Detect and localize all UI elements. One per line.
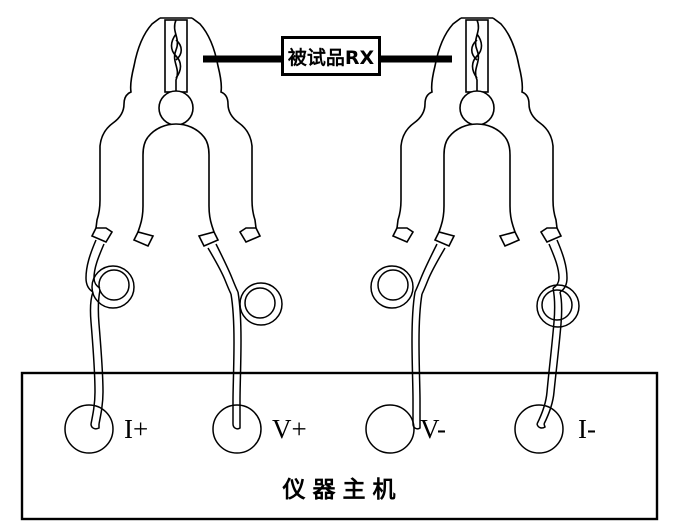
right-clamp-inner-grip-left	[504, 136, 516, 233]
cable-i-plus-endcap	[90, 423, 100, 430]
right-clamp	[391, 17, 563, 248]
left-clamp-pivot	[158, 90, 194, 126]
cable-i-plus-lower-a	[89, 291, 96, 425]
cable-i-minus-endcap	[536, 423, 546, 429]
terminal-circle-i-minus[interactable]	[514, 404, 564, 454]
terminal-circle-v-plus[interactable]	[212, 404, 262, 454]
left-clamp-inner-grip-right	[147, 123, 215, 233]
left-clamp-outer-left-edge	[95, 17, 161, 229]
cable-i-plus-loop-outer	[91, 265, 135, 309]
cable-v-minus-upper-b	[421, 247, 446, 295]
cable-v-plus-lower-a	[237, 291, 242, 424]
left-clamp-jaw	[164, 19, 188, 93]
cable-v-minus-lower-b	[418, 293, 423, 424]
cable-v-plus-upper-a	[215, 243, 239, 293]
left-clamp-handle-tip-left	[90, 227, 114, 244]
cable-i-minus-loop-outer	[536, 284, 580, 328]
right-clamp-outer-left-edge	[492, 17, 558, 229]
left-clamp-inner-tip-right	[197, 231, 220, 248]
terminal-label-i-minus: I-	[578, 414, 596, 444]
cable-i-minus-upper-b	[548, 243, 560, 289]
cable-v-minus-loop-inner	[377, 269, 409, 301]
right-jaw-wire-strand-a	[474, 19, 480, 92]
left-jaw-wire-strand-a	[173, 19, 179, 92]
left-jaw-wire-strand-c	[175, 39, 183, 61]
cable-i-plus-loop-inner	[98, 269, 130, 301]
right-clamp-pivot	[459, 90, 495, 126]
right-clamp-handle-tip-left	[539, 227, 563, 244]
left-clamp-inner-grip-left	[137, 136, 149, 233]
terminal-circle-i-plus[interactable]	[64, 404, 114, 454]
terminal-label-v-minus: V-	[420, 414, 447, 444]
cable-v-plus-lower-b	[230, 293, 235, 424]
dut-label-box: 被试品RX	[281, 36, 381, 76]
instrument-host-label: 仪器主机	[282, 477, 403, 503]
cable-i-plus-upper-a	[85, 239, 97, 293]
cable-v-minus-loop-outer	[370, 265, 414, 309]
right-clamp-outer-right-edge	[396, 17, 462, 229]
right-clamp-inner-tip-left	[498, 231, 521, 248]
cable-v-plus-loop-inner	[244, 287, 276, 319]
left-clamp-outer-right-edge	[191, 17, 257, 229]
cable-v-minus	[370, 243, 446, 430]
left-clamp-handle-tip-right	[238, 227, 262, 244]
instrument-host-box	[20, 371, 659, 521]
cable-v-minus-lower-a	[411, 291, 416, 424]
cable-v-plus	[207, 243, 283, 430]
cable-i-plus-lower-b	[97, 289, 104, 425]
cable-i-minus-loop-inner	[541, 289, 573, 321]
cable-v-plus-endcap	[232, 423, 241, 430]
terminal-circle-v-minus[interactable]	[365, 404, 415, 454]
left-jaw-wire-strand-b	[170, 33, 182, 79]
right-clamp-inner-grip-right	[438, 123, 506, 233]
right-jaw-wire-strand-c	[470, 39, 478, 61]
cable-v-plus-upper-b	[207, 247, 232, 295]
right-jaw-wire-strand-b	[471, 33, 483, 79]
cable-i-plus	[85, 239, 135, 430]
cable-i-minus-upper-a	[556, 239, 568, 293]
cable-i-minus-lower-b	[536, 287, 556, 425]
cable-i-minus-lower-a	[543, 291, 563, 425]
right-clamp-jaw	[465, 19, 489, 93]
terminal-label-i-plus: I+	[124, 414, 149, 444]
left-clamp	[90, 17, 262, 248]
right-clamp-inner-tip-right	[433, 231, 456, 248]
cable-i-minus	[536, 239, 580, 429]
right-clamp-handle-tip-right	[391, 227, 415, 244]
cable-v-minus-upper-a	[414, 243, 438, 293]
terminal-label-v-plus: V+	[272, 414, 307, 444]
left-clamp-inner-tip-left	[132, 231, 155, 248]
